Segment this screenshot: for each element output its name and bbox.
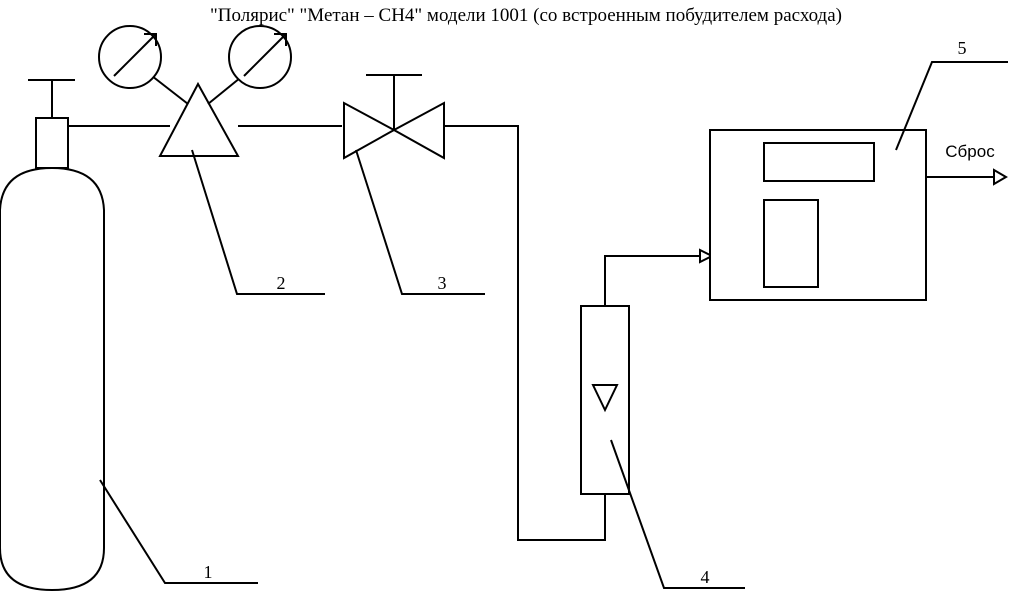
pressure-gauge-left-icon (98, 25, 162, 89)
pipe-valve-to-rotameter (444, 125, 606, 541)
leader-2 (191, 149, 325, 295)
diagram-title: "Полярис" "Метан – СН4" модели 1001 (со … (210, 5, 842, 26)
reference-label-5: 5 (958, 38, 967, 58)
leader-1 (99, 479, 258, 584)
reference-label-3: 3 (438, 273, 447, 293)
gas-analyzer (709, 129, 927, 301)
leader-5 (895, 61, 1008, 151)
leader-4 (610, 439, 745, 589)
reference-label-4: 4 (701, 567, 710, 587)
pipe-rotameter-to-analyzer (604, 255, 708, 306)
outlet-arrow-icon (993, 168, 1008, 186)
pressure-regulator (151, 75, 342, 157)
outlet-label: Сброс (945, 142, 995, 161)
needle-valve (343, 74, 445, 160)
inlet-arrow-icon (699, 248, 715, 264)
gas-cylinder (0, 79, 105, 592)
rotameter (580, 305, 630, 495)
pressure-gauge-right-icon (228, 25, 292, 89)
leader-3 (355, 149, 485, 295)
reference-label-1: 1 (204, 562, 213, 582)
reference-label-2: 2 (277, 273, 286, 293)
